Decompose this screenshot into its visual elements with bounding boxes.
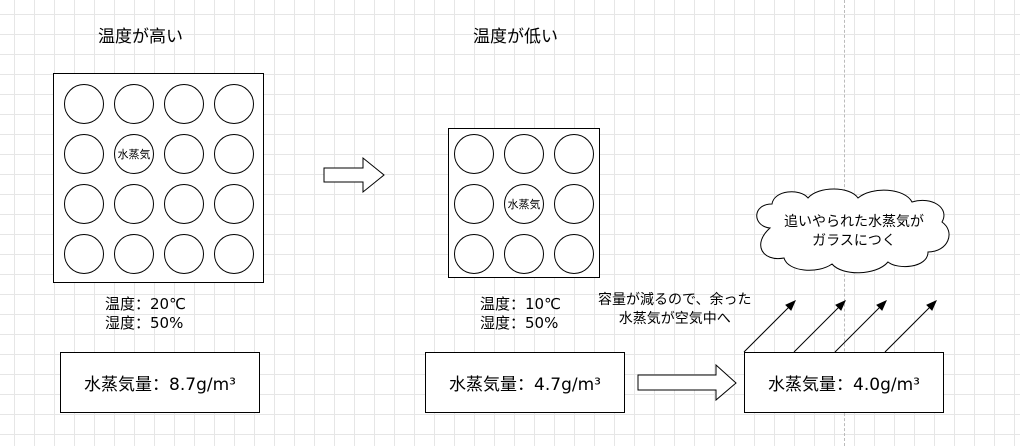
- vapor-capacity-circle: [454, 184, 494, 224]
- humidity-line: 湿度：50%: [105, 314, 184, 332]
- vapor-capacity-circle: [164, 234, 204, 274]
- vapor-capacity-circle: [554, 184, 594, 224]
- vapor-capacity-circle: [64, 234, 104, 274]
- vapor-capacity-circle: [554, 134, 594, 174]
- cloud-line: 追いやられた水蒸気が: [784, 214, 924, 230]
- vapor-capacity-circle: [64, 84, 104, 124]
- block-arrow-icon: [323, 156, 385, 194]
- vapor-circle-labeled: 水蒸気: [114, 134, 154, 174]
- vapor-capacity-circle: [454, 134, 494, 174]
- condition-text-low: 温度：10℃ 湿度：50%: [480, 295, 561, 333]
- escape-arrow-icon: [884, 304, 933, 353]
- heading-low-temp: 温度が低い: [473, 27, 558, 47]
- overflow-note: 容量が減るので、余った 水蒸気が空気中へ: [598, 291, 751, 329]
- vapor-volume-box-high: 水蒸気量：8.7g/m³: [60, 352, 260, 413]
- note-line: 容量が減るので、余った: [598, 292, 752, 308]
- vapor-capacity-circle: [114, 184, 154, 224]
- vapor-capacity-circle: [214, 184, 254, 224]
- heading-high-temp: 温度が高い: [98, 27, 183, 47]
- cloud-callout-shape: [756, 188, 950, 274]
- vapor-volume-label: 水蒸気量：4.7g/m³: [449, 375, 601, 395]
- vapor-capacity-circle: [214, 234, 254, 274]
- air-container-high-temp: 水蒸気: [53, 73, 264, 283]
- escape-arrow-icon: [793, 304, 842, 353]
- vapor-capacity-circle: [114, 84, 154, 124]
- block-arrow-icon: [637, 363, 737, 402]
- vapor-capacity-circle: [214, 134, 254, 174]
- vapor-capacity-circle: [64, 134, 104, 174]
- arrowhead-icon: [926, 300, 937, 311]
- cloud-callout-text: 追いやられた水蒸気が ガラスにつく: [784, 213, 924, 251]
- vapor-capacity-circle: [214, 84, 254, 124]
- vapor-volume-label: 水蒸気量：8.7g/m³: [84, 375, 236, 395]
- vapor-capacity-circle: [114, 234, 154, 274]
- vapor-volume-label: 水蒸気量：4.0g/m³: [768, 375, 920, 395]
- condition-text-high: 温度：20℃ 湿度：50%: [105, 295, 186, 333]
- vapor-capacity-circle: [164, 184, 204, 224]
- vapor-capacity-circle: [554, 234, 594, 274]
- vapor-label: 水蒸気: [507, 198, 541, 211]
- humidity-line: 湿度：50%: [480, 314, 559, 332]
- vapor-volume-box-excess: 水蒸気量：4.0g/m³: [744, 352, 944, 413]
- temperature-line: 温度：20℃: [105, 295, 186, 313]
- vapor-capacity-circle: [454, 234, 494, 274]
- note-line: 水蒸気が空気中へ: [618, 311, 731, 327]
- vapor-capacity-circle: [164, 134, 204, 174]
- temperature-line: 温度：10℃: [480, 295, 561, 313]
- vapor-capacity-circle: [164, 84, 204, 124]
- arrowhead-icon: [835, 300, 846, 311]
- vapor-label: 水蒸気: [117, 148, 151, 161]
- escape-arrows: [743, 300, 937, 353]
- vapor-capacity-circle: [504, 134, 544, 174]
- cloud-line: ガラスにつく: [812, 233, 896, 249]
- escape-arrow-icon: [743, 304, 792, 353]
- vapor-capacity-circle: [504, 234, 544, 274]
- vapor-volume-box-low: 水蒸気量：4.7g/m³: [425, 352, 625, 413]
- air-container-low-temp: 水蒸気: [448, 128, 600, 278]
- vapor-capacity-circle: [64, 184, 104, 224]
- arrowhead-icon: [785, 300, 796, 311]
- escape-arrow-icon: [834, 304, 883, 353]
- arrowhead-icon: [876, 300, 887, 311]
- vapor-circle-labeled: 水蒸気: [504, 184, 544, 224]
